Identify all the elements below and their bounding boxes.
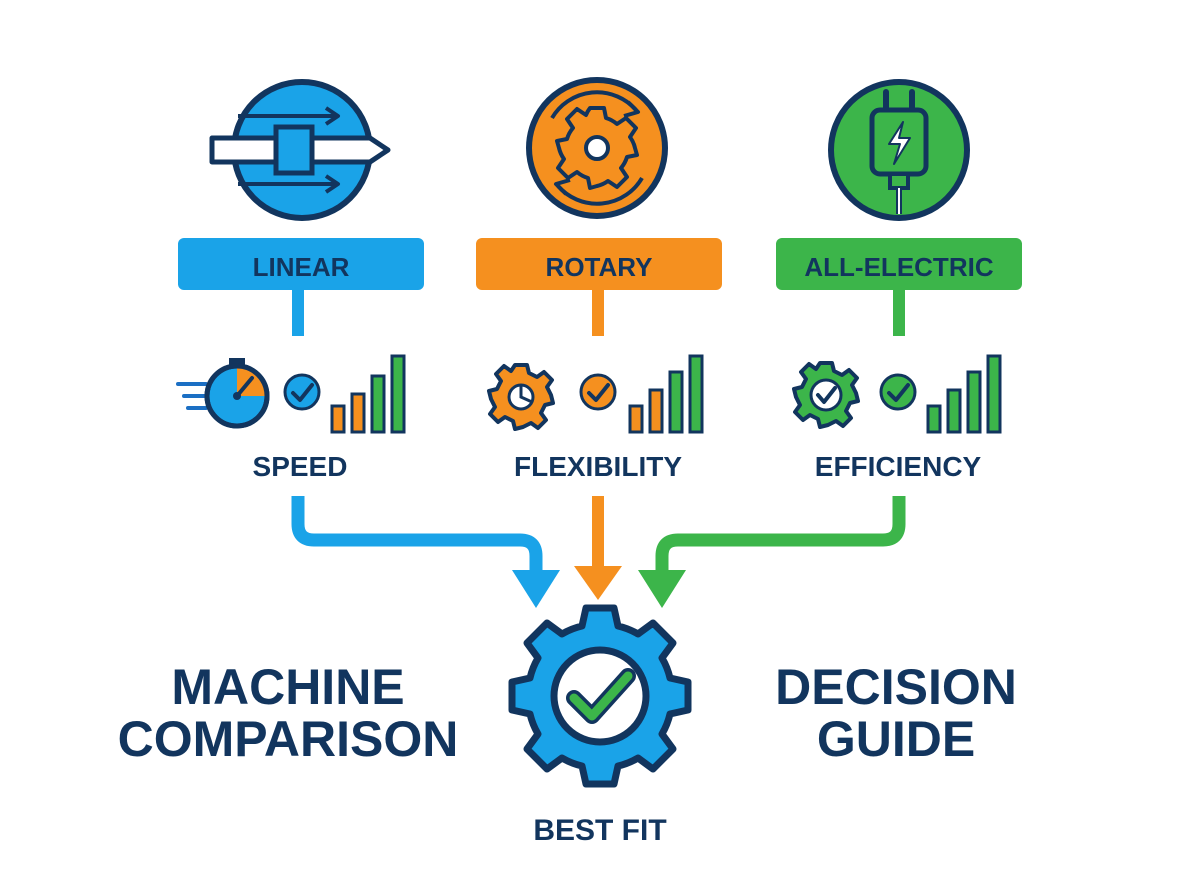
bar-rating-icon [330, 354, 406, 434]
efficiency-label: EFFICIENCY [815, 451, 982, 482]
column-linear: LINEAR SPEED [176, 79, 424, 482]
bar-rating-icon [628, 354, 704, 434]
check-icon [283, 373, 321, 411]
stopwatch-icon [176, 358, 270, 429]
linear-motion-icon [209, 79, 391, 221]
right-title: DECISION GUIDE [775, 659, 1017, 767]
right-title-line2: GUIDE [817, 711, 975, 767]
gear-check-icon [792, 361, 860, 429]
column-rotary: ROTARY FLEXIBILITY [476, 77, 722, 482]
bar-rating-icon [926, 354, 1002, 434]
left-title: MACHINE COMPARISON [118, 659, 459, 767]
left-title-line2: COMPARISON [118, 711, 459, 767]
speed-label: SPEED [253, 451, 348, 482]
right-title-line1: DECISION [775, 659, 1017, 715]
all-electric-flow-arrow [655, 496, 906, 572]
check-icon [879, 373, 917, 411]
flexibility-label: FLEXIBILITY [514, 451, 682, 482]
rotating-gear-icon [526, 77, 668, 219]
rotary-label-box [476, 238, 722, 290]
column-all-electric: ALL-ELECTRIC EFFICIENCY [776, 79, 1022, 482]
best-fit-label: BEST FIT [533, 814, 666, 847]
all-electric-label-box [776, 238, 1022, 290]
check-icon [579, 373, 617, 411]
linear-label-box [178, 238, 424, 290]
linear-label: LINEAR [253, 252, 350, 282]
rotary-flow-arrow [592, 496, 604, 568]
left-title-line1: MACHINE [171, 659, 404, 715]
linear-flow-arrow [291, 496, 543, 572]
gear-icon [487, 363, 555, 431]
electric-plug-icon [828, 79, 970, 221]
rotary-label: ROTARY [546, 252, 653, 282]
best-fit-gear-icon [508, 604, 692, 788]
flow-arrows [291, 496, 906, 608]
all-electric-label: ALL-ELECTRIC [804, 252, 993, 282]
